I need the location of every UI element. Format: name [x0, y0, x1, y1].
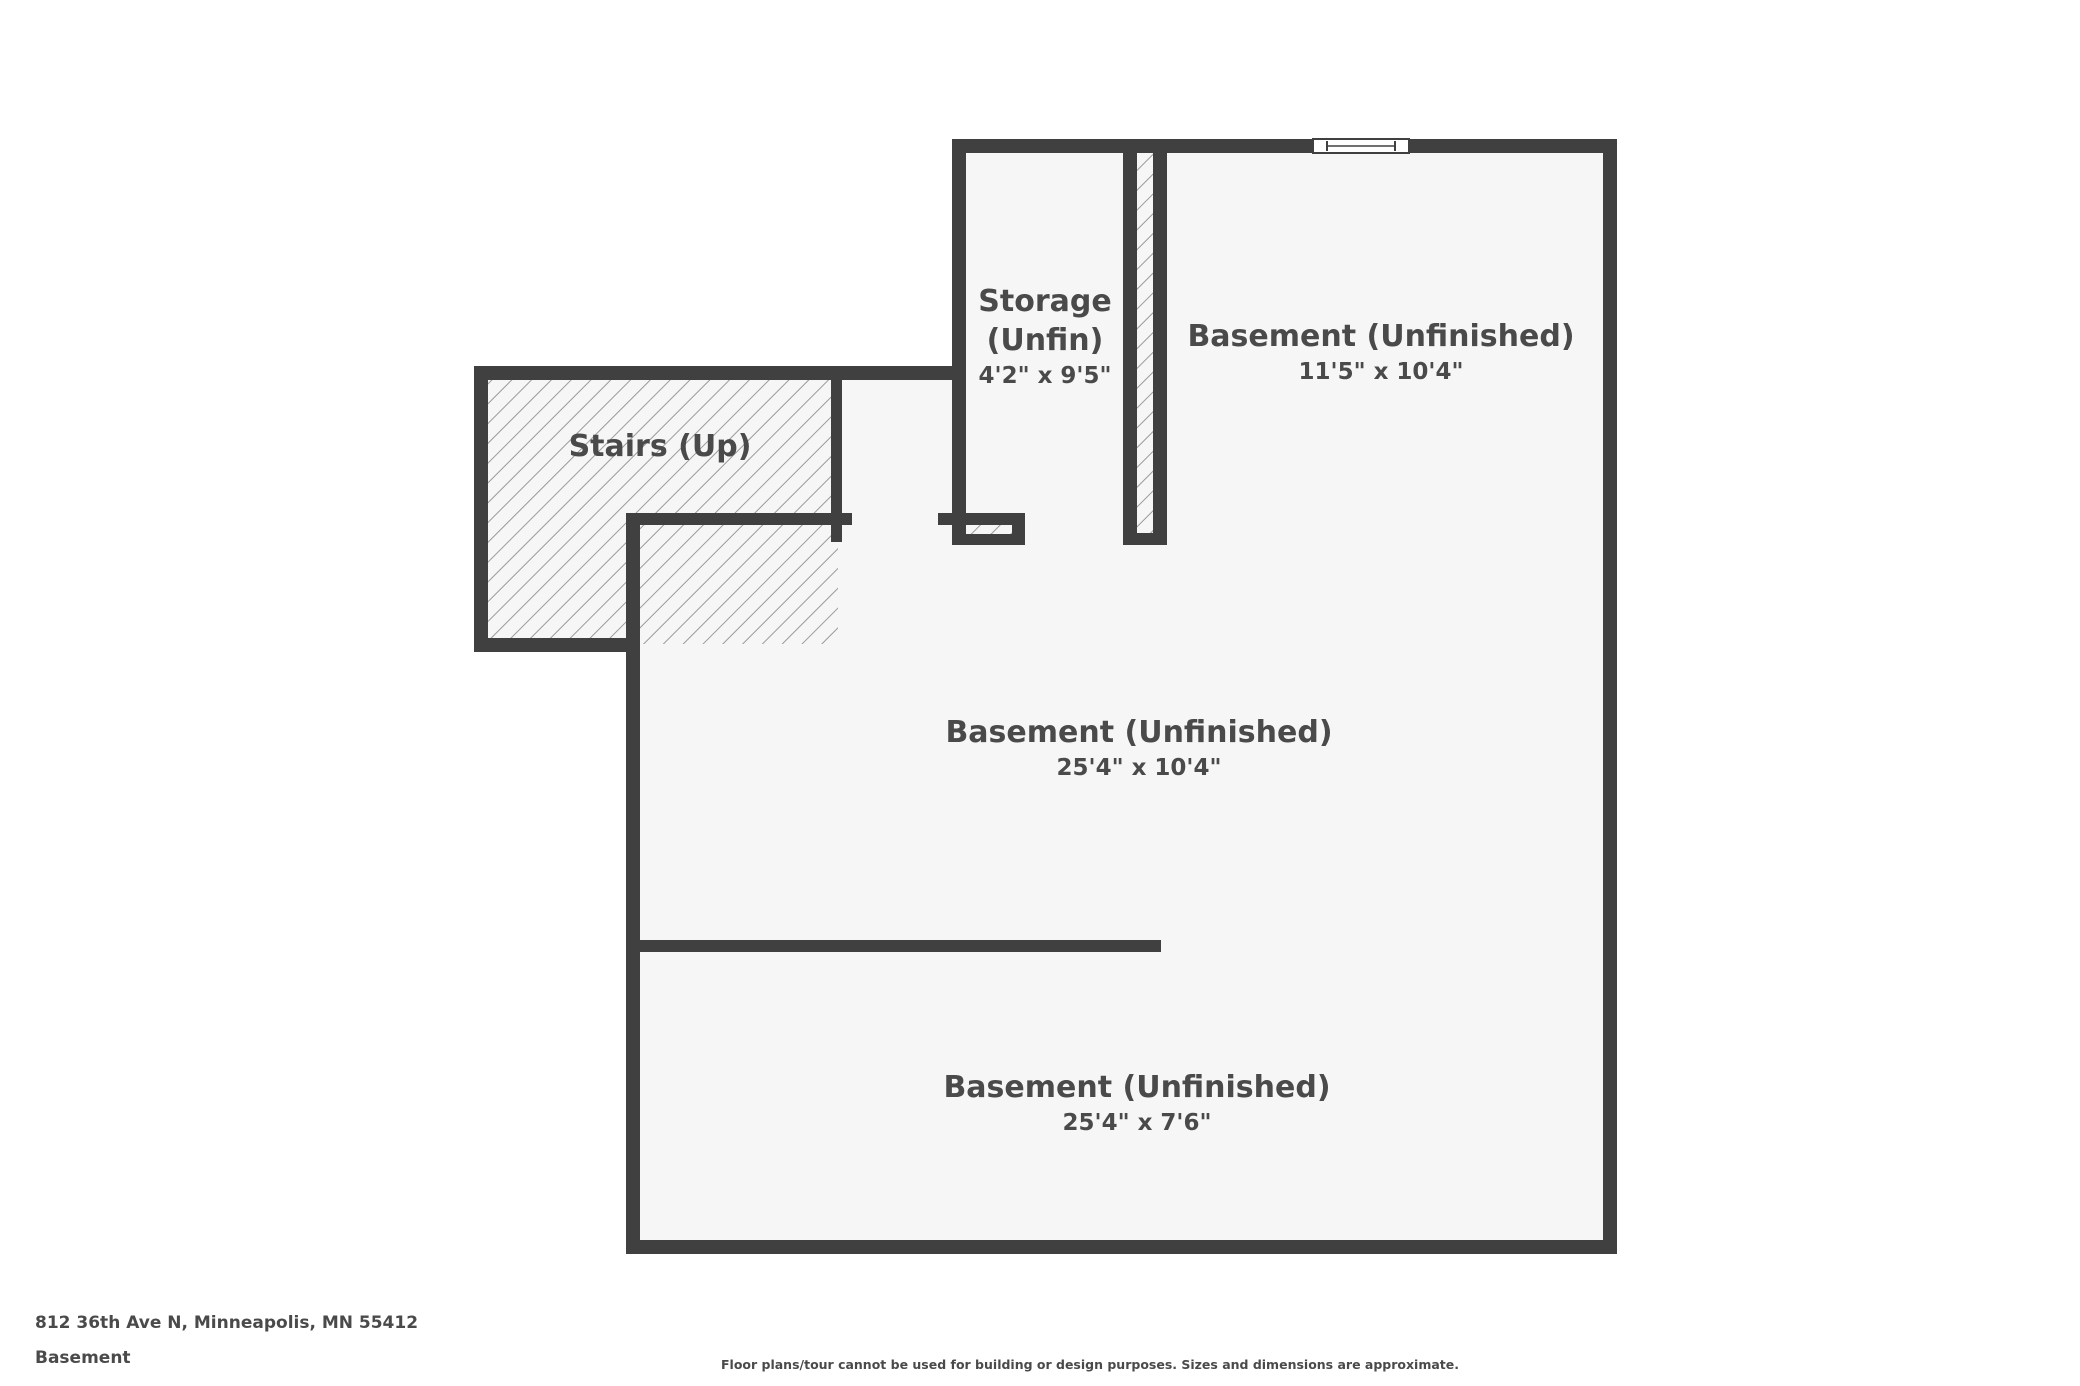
storage-dimensions: 4'2" x 9'5" [979, 363, 1112, 389]
wall-stairs-bottom [474, 638, 640, 652]
wall-left-main [626, 513, 640, 1254]
disclaimer: Floor plans/tour cannot be used for buil… [721, 1357, 1459, 1372]
stairs-label: Stairs (Up) [569, 429, 752, 464]
room-labels: Storage (Unfin) 4'2" x 9'5" Basement (Un… [569, 284, 1575, 1136]
wall-interior-stub-1 [838, 513, 852, 525]
hall-floor-area [838, 378, 962, 520]
hatched-wall-pocket-storage [966, 525, 1012, 534]
wall-interior-top-left [626, 513, 851, 525]
basement-bottom-dimensions: 25'4" x 7'6" [1063, 1110, 1212, 1136]
window-icon [1312, 138, 1410, 154]
basement-middle-dimensions: 25'4" x 10'4" [1057, 755, 1222, 781]
wall-bottom [626, 1240, 1617, 1254]
basement-top-label: Basement (Unfinished) [1187, 319, 1574, 354]
wall-stairs-left [474, 366, 488, 652]
walls [474, 139, 1617, 1254]
wall-top [952, 139, 1616, 153]
storage-label-line2: (Unfin) [987, 323, 1104, 358]
basement-bottom-label: Basement (Unfinished) [943, 1070, 1330, 1105]
basement-top-dimensions: 11'5" x 10'4" [1299, 359, 1464, 385]
wall-storage-left [952, 139, 966, 523]
stairs-hatched-notch [481, 520, 633, 644]
wall-divider [626, 940, 1161, 952]
floor-fills [481, 145, 1616, 1248]
main-floor-area [633, 145, 1616, 1248]
basement-middle-label: Basement (Unfinished) [945, 715, 1332, 750]
hatched-wall-pocket-stairs [642, 526, 828, 535]
wall-stairs-top [474, 366, 960, 380]
wall-stairs-right [831, 378, 842, 542]
wall-right [1603, 139, 1617, 1254]
floor-name: Basement [35, 1348, 131, 1368]
property-address: 812 36th Ave N, Minneapolis, MN 55412 [35, 1313, 419, 1333]
storage-label-line1: Storage [978, 284, 1111, 319]
hatched-column-pocket [1137, 153, 1153, 533]
